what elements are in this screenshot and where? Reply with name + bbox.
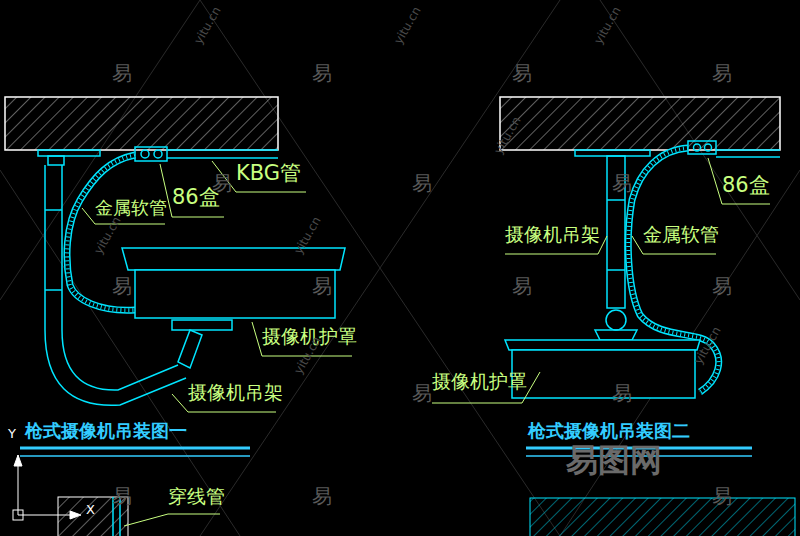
watermark: 易 — [712, 485, 732, 507]
watermark: yitu.cn — [692, 325, 724, 367]
part-label: 86盒 — [722, 174, 770, 197]
watermark: yitu.cn — [392, 5, 424, 47]
watermark: 易 — [712, 275, 732, 297]
part-label: 摄像机护罩 — [432, 371, 527, 392]
part-label: 穿线管 — [168, 486, 225, 507]
leader-lines-figure-2 — [432, 158, 770, 403]
watermark: yitu.cn — [92, 215, 124, 257]
axis-label: Y — [8, 427, 16, 441]
watermark: yitu.cn — [292, 215, 324, 257]
watermark: yitu.cn — [192, 5, 224, 47]
part-label: 金属软管 — [95, 198, 167, 218]
watermark: 易 — [412, 172, 432, 194]
watermark: 易 — [112, 485, 132, 507]
part-label: KBG管 — [236, 162, 301, 185]
watermark: 易 — [412, 382, 432, 404]
watermark: 易 — [212, 172, 232, 194]
leader-lines-figure-1 — [82, 161, 352, 412]
part-label: 摄像机吊架 — [505, 224, 600, 245]
watermark: yitu.cn — [592, 5, 624, 47]
camera-housing-figure-2 — [505, 340, 700, 398]
watermark: 易 — [312, 485, 332, 507]
watermark: 易 — [312, 275, 332, 297]
watermark: 易 — [112, 62, 132, 84]
watermark: 易 — [712, 62, 732, 84]
watermark: 易 — [112, 275, 132, 297]
watermark: 易 — [312, 62, 332, 84]
watermark: 易 — [612, 382, 632, 404]
axis-label: X — [86, 503, 95, 517]
junction-box-figure-1 — [135, 147, 278, 161]
figure-title: 枪式摄像机吊装图二 — [528, 421, 690, 441]
watermark: 易 — [512, 62, 532, 84]
ceiling-slab — [5, 97, 780, 150]
junction-box-figure-2 — [688, 141, 780, 157]
part-label: 金属软管 — [643, 224, 719, 245]
flexible-conduit-figure-1 — [67, 155, 135, 310]
watermark: 易 — [612, 172, 632, 194]
watermark: 易 — [512, 275, 532, 297]
part-label: 摄像机吊架 — [188, 382, 283, 403]
figure-title: 枪式摄像机吊装图一 — [25, 421, 187, 441]
watermark: 易图网 — [566, 443, 662, 478]
watermark: yitu.cn — [492, 115, 524, 157]
